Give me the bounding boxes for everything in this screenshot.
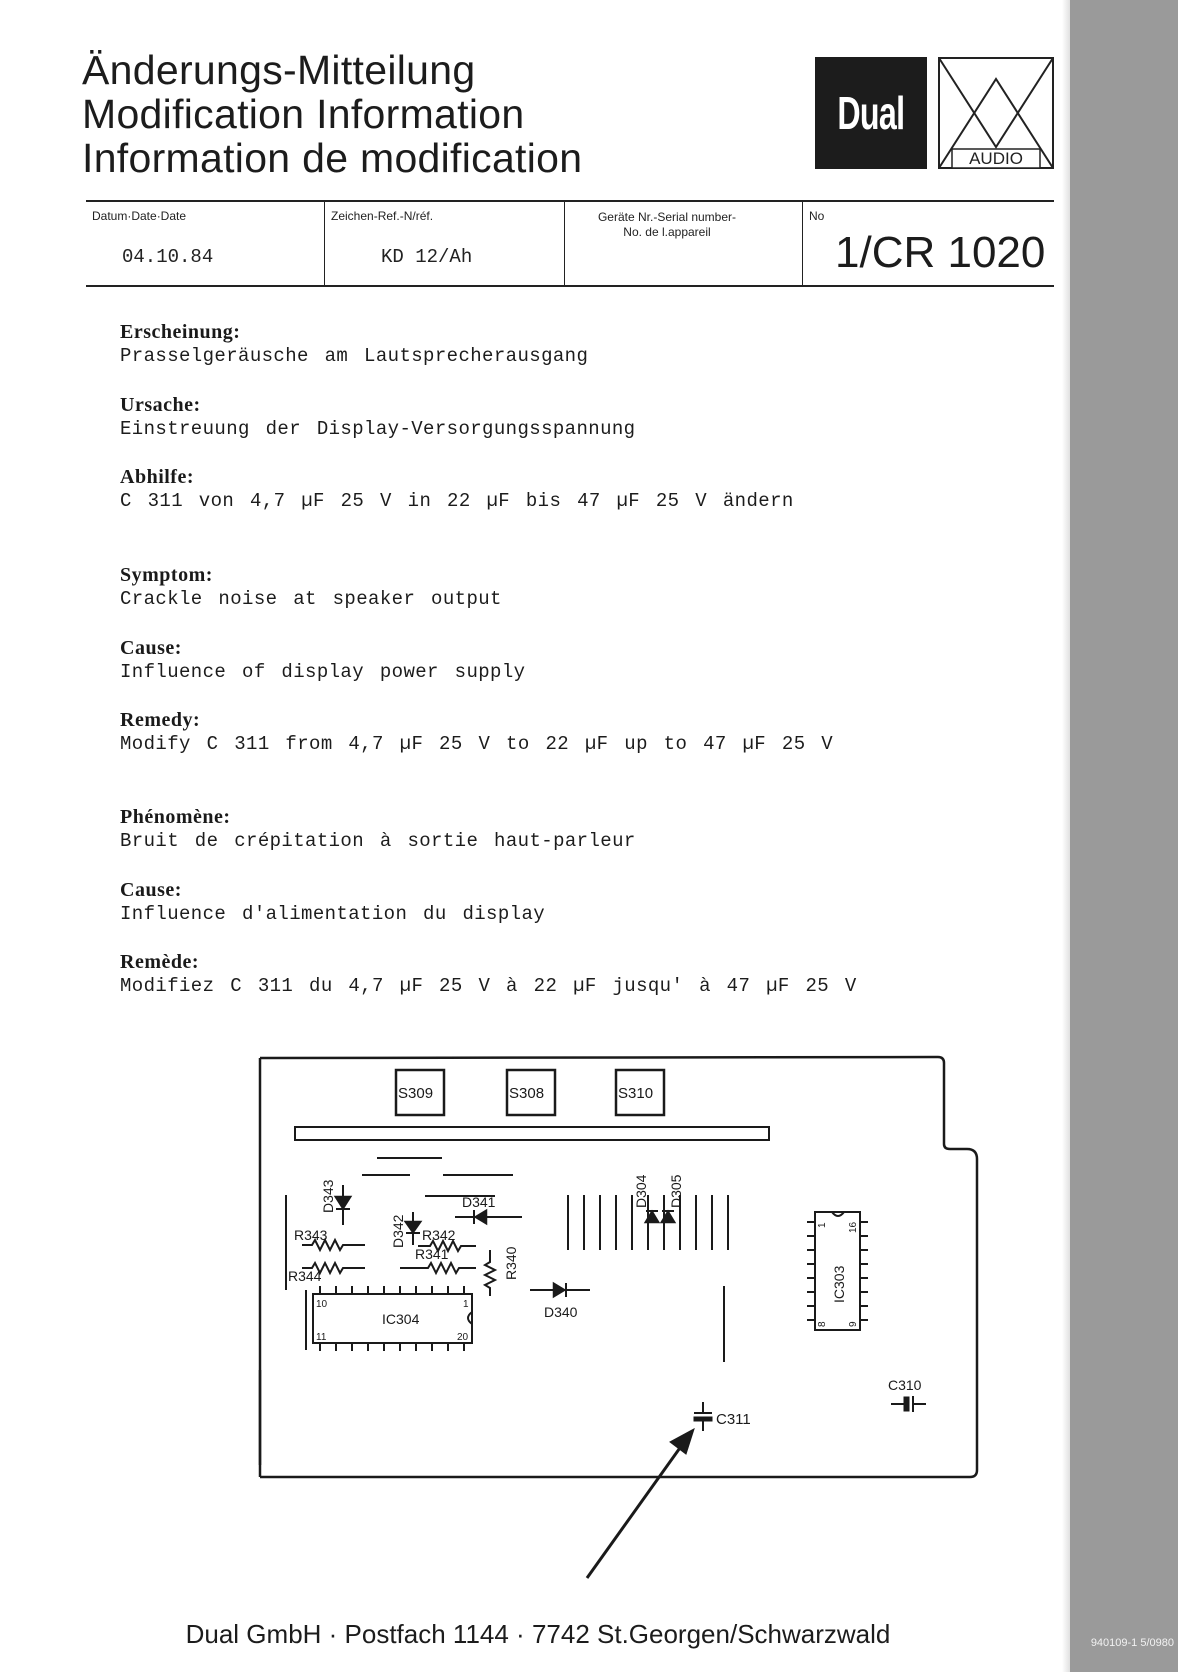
resistor-r340-shape bbox=[482, 1250, 498, 1296]
audio-logo-text: AUDIO bbox=[969, 149, 1023, 168]
german-cause-text: Einstreuung der Display-Versorgungsspann… bbox=[120, 418, 636, 440]
english-remedy-text: Modify C 311 from 4,7 µF 25 V to 22 µF u… bbox=[120, 733, 834, 755]
diode-d340-label: D340 bbox=[544, 1304, 578, 1320]
dual-logo: Dual bbox=[815, 57, 927, 169]
ic304-pin-1: 1 bbox=[463, 1299, 469, 1310]
serial-label-line-2: No. de l.appareil bbox=[623, 225, 711, 239]
ic303-pin-9: 9 bbox=[848, 1321, 859, 1327]
scan-edge bbox=[1070, 0, 1178, 1672]
german-remedy-text: C 311 von 4,7 µF 25 V in 22 µF bis 47 µF… bbox=[120, 490, 794, 512]
diode-d304-label: D304 bbox=[633, 1174, 649, 1208]
french-remedy: Remède: Modifiez C 311 du 4,7 µF 25 V à … bbox=[120, 951, 857, 998]
resistor-r343-label: R343 bbox=[294, 1227, 328, 1243]
ic304-pin-11: 11 bbox=[316, 1332, 327, 1343]
french-remedy-heading: Remède: bbox=[120, 951, 200, 973]
switch-s310-label: S310 bbox=[618, 1085, 653, 1102]
german-remedy-heading: Abhilfe: bbox=[120, 466, 194, 488]
french-symptom-text: Bruit de crépitation à sortie haut-parle… bbox=[120, 830, 636, 852]
header-table: Datum·Date·Date 04.10.84 Zeichen-Ref.-N/… bbox=[86, 200, 1054, 287]
english-symptom-text: Crackle noise at speaker output bbox=[120, 588, 502, 610]
ic303-pin-16: 16 bbox=[848, 1221, 859, 1233]
number-value: 1/CR 1020 bbox=[835, 228, 1046, 277]
resistor-r343-shape bbox=[302, 1237, 365, 1253]
reference-label: Zeichen-Ref.-N/réf. bbox=[331, 209, 434, 223]
french-symptom-heading: Phénomène: bbox=[120, 806, 231, 828]
number-cell: No 1/CR 1020 bbox=[802, 202, 1054, 285]
english-cause: Cause: Influence of display power supply bbox=[120, 637, 525, 684]
diode-d342-label: D342 bbox=[390, 1214, 406, 1248]
english-symptom: Symptom: Crackle noise at speaker output bbox=[120, 564, 502, 611]
french-cause: Cause: Influence d'alimentation du displ… bbox=[120, 879, 545, 926]
ic303-pin-8: 8 bbox=[817, 1321, 828, 1327]
french-cause-text: Influence d'alimentation du display bbox=[120, 903, 546, 925]
diode-d341-label: D341 bbox=[462, 1194, 496, 1210]
pcb-diagram: S309 S308 S310 D343 D342 D341 D340 D304 … bbox=[258, 1055, 979, 1579]
date-cell: Datum·Date·Date 04.10.84 bbox=[86, 202, 324, 285]
german-symptom: Erscheinung: Prasselgeräusche am Lautspr… bbox=[120, 321, 588, 368]
switch-s308-label: S308 bbox=[509, 1085, 544, 1102]
serial-label: Geräte Nr.-Serial number- No. de l.appar… bbox=[571, 210, 763, 240]
english-remedy-heading: Remedy: bbox=[120, 709, 201, 731]
title-german: Änderungs-Mitteilung bbox=[82, 47, 476, 93]
german-cause-heading: Ursache: bbox=[120, 394, 201, 416]
display-strip bbox=[294, 1126, 770, 1141]
ic304-pin-10: 10 bbox=[316, 1299, 328, 1310]
reference-value: KD 12/Ah bbox=[381, 246, 473, 268]
ic304-label: IC304 bbox=[382, 1311, 420, 1327]
resistor-r342-label: R342 bbox=[422, 1227, 456, 1243]
ic304-body bbox=[312, 1293, 473, 1344]
german-symptom-heading: Erscheinung: bbox=[120, 321, 241, 343]
switch-s309 bbox=[394, 1068, 446, 1117]
ic303-label: IC303 bbox=[831, 1265, 847, 1303]
title-french: Information de modification bbox=[82, 135, 583, 181]
arrow-head bbox=[669, 1427, 695, 1455]
capacitor-c310-label: C310 bbox=[888, 1377, 922, 1393]
german-remedy: Abhilfe: C 311 von 4,7 µF 25 V in 22 µF … bbox=[120, 466, 794, 513]
english-cause-heading: Cause: bbox=[120, 637, 182, 659]
resistor-r341-label: R341 bbox=[415, 1246, 449, 1262]
ic303-pin-1: 1 bbox=[817, 1222, 828, 1228]
resistor-r344-shape bbox=[302, 1260, 365, 1276]
french-remedy-text: Modifiez C 311 du 4,7 µF 25 V à 22 µF ju… bbox=[120, 975, 857, 997]
resistor-r341-shape bbox=[400, 1260, 476, 1276]
german-cause: Ursache: Einstreuung der Display-Versorg… bbox=[120, 394, 635, 441]
serial-cell: Geräte Nr.-Serial number- No. de l.appar… bbox=[564, 202, 802, 285]
ic304-pin-20: 20 bbox=[457, 1332, 469, 1343]
switch-s308 bbox=[505, 1068, 557, 1117]
date-value: 04.10.84 bbox=[122, 246, 214, 268]
resistor-r344-label: R344 bbox=[288, 1268, 322, 1284]
english-remedy: Remedy: Modify C 311 from 4,7 µF 25 V to… bbox=[120, 709, 833, 756]
title-english: Modification Information bbox=[82, 91, 525, 137]
dual-logo-text: Dual bbox=[837, 87, 906, 139]
capacitor-c311-label: C311 bbox=[716, 1411, 751, 1428]
german-symptom-text: Prasselgeräusche am Lautsprecherausgang bbox=[120, 345, 589, 367]
audio-logo: AUDIO bbox=[938, 57, 1054, 169]
reference-cell: Zeichen-Ref.-N/réf. KD 12/Ah bbox=[324, 202, 564, 285]
french-cause-heading: Cause: bbox=[120, 879, 182, 901]
serial-label-line-1: Geräte Nr.-Serial number- bbox=[597, 210, 737, 224]
resistor-r340-label: R340 bbox=[503, 1246, 519, 1280]
page-title: Änderungs-Mitteilung Modification Inform… bbox=[82, 48, 582, 180]
resistor-r342-shape bbox=[418, 1238, 476, 1254]
arrow-to-c311 bbox=[585, 1444, 684, 1579]
switch-s309-label: S309 bbox=[398, 1085, 433, 1102]
scan-edge-shadow bbox=[1062, 0, 1072, 1672]
number-label: No bbox=[809, 209, 825, 223]
ic303-body bbox=[814, 1211, 861, 1331]
date-label: Datum·Date·Date bbox=[92, 209, 187, 223]
french-symptom: Phénomène: Bruit de crépitation à sortie… bbox=[120, 806, 636, 853]
switch-s310 bbox=[614, 1068, 666, 1117]
english-symptom-heading: Symptom: bbox=[120, 564, 213, 586]
english-cause-text: Influence of display power supply bbox=[120, 661, 526, 683]
diode-d343-label: D343 bbox=[320, 1179, 336, 1213]
footer-address: Dual GmbH · Postfach 1144 · 7742 St.Geor… bbox=[185, 1619, 891, 1649]
pcb-outline bbox=[259, 1055, 979, 1479]
diode-d305-label: D305 bbox=[668, 1174, 684, 1208]
document-code: 940109-1 5/0980 bbox=[1090, 1637, 1174, 1649]
